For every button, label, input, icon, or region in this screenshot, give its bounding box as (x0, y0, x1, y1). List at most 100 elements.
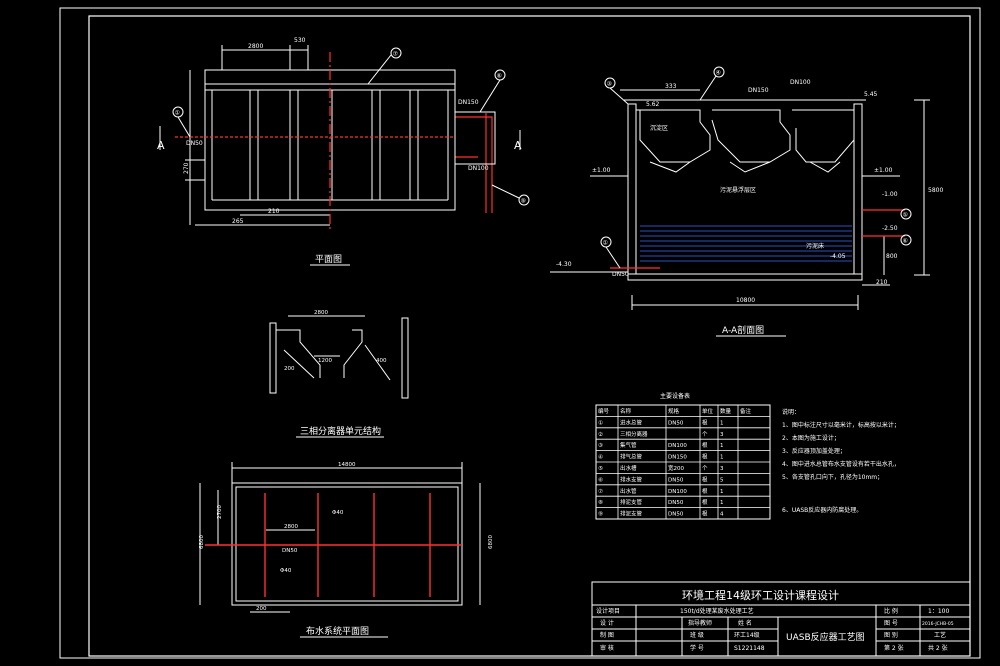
tb-no-label: 图 号 (884, 620, 898, 627)
section-callout-4: ④ (716, 70, 721, 77)
plan-title: 平面图 (315, 254, 342, 265)
tb-cat-label: 图 别 (884, 631, 898, 639)
tb-sheet: 第 2 张 (884, 644, 904, 652)
tb-no-value: 2016-JCHB-05 (922, 621, 954, 627)
section-view (550, 89, 930, 310)
plan-pipes (175, 52, 493, 230)
section-gas-pipe: DN100 (790, 79, 811, 86)
separator-view (269, 315, 409, 399)
zone-middle: 污泥悬浮层区 (720, 186, 756, 194)
section-level-ground-right: ±1.00 (874, 167, 893, 174)
table-cell: 根 (702, 510, 708, 518)
table-cell: 3 (720, 466, 724, 472)
section-bottom-gap: 800 (886, 253, 898, 260)
inlet-pipe-c: DN50 (282, 548, 298, 554)
inlet-pipe-a: Φ40 (332, 510, 344, 516)
table-cell: 三相分离器 (620, 430, 648, 438)
tb-project-value: 150t/d处理某废水处理工艺 (680, 607, 754, 615)
inlet-dim-top: 14800 (338, 462, 356, 468)
table-cell: 出水管 (620, 487, 637, 495)
section-width: 10800 (736, 297, 755, 304)
plan-dim-bottom-left: 265 (232, 218, 244, 225)
section-level-top-right: 5.45 (864, 91, 878, 98)
table-title: 主要设备表 (660, 392, 690, 400)
table-cell: DN50 (668, 500, 684, 506)
table-cell: 出水槽 (620, 464, 637, 472)
note-3: 3、反应器顶加盖处理； (782, 447, 846, 455)
tb-project-label: 设计项目 (596, 607, 620, 615)
plan-pipe-gas: DN150 (458, 99, 479, 106)
plan-callout-1: ① (175, 110, 180, 117)
outer-frame (59, 7, 981, 659)
table-cell: DN50 (668, 512, 684, 518)
table-cell: 集气管 (620, 441, 637, 449)
inlet-pipes (205, 493, 462, 597)
section-level-out: -1.00 (882, 191, 898, 198)
separator-dim-side: 200 (284, 366, 295, 372)
table-cell: 5 (720, 477, 724, 483)
table-cell: DN50 (668, 420, 684, 426)
section-callout-6: ⑥ (903, 238, 908, 245)
note-5: 5、各支管孔口向下，孔径为10mm； (782, 473, 883, 481)
section-title: A-A剖面图 (722, 324, 764, 336)
plan-pipe-out: DN100 (468, 165, 489, 172)
inlet-dim-right: 6800 (488, 535, 494, 549)
tb-student-value: S1221148 (734, 645, 765, 652)
section-callout-3: ③ (607, 81, 612, 88)
table-header-cell: 名称 (620, 407, 632, 415)
section-mark-left: A (157, 139, 165, 152)
inlet-dim-spacing: 2800 (284, 524, 298, 530)
table-cell: 1 (720, 455, 724, 461)
title-block (591, 581, 971, 657)
table-cell: DN100 (668, 443, 687, 449)
tb-header: 环境工程14级环工设计课程设计 (682, 588, 839, 602)
tb-sheet-total: 共 2 张 (928, 644, 948, 652)
inlet-dim-left-inner: 2700 (217, 505, 223, 519)
tb-design: 设 计 (600, 619, 614, 627)
note-4: 4、图中进水总管布水支管设有若干出水孔， (782, 460, 900, 468)
tb-class-value: 环工14级 (734, 631, 760, 639)
table-header-cell: 单位 (702, 407, 714, 415)
table-cell: ⑨ (598, 511, 603, 518)
section-level-mid: -2.50 (882, 225, 898, 232)
section-level-bottom: -4.05 (830, 253, 846, 260)
plan-callout-9: ⑨ (521, 198, 526, 205)
table-cell: 3 (720, 432, 724, 438)
tb-drawing-name: UASB反应器工艺图 (786, 631, 865, 643)
tb-cat-value: 工艺 (934, 631, 946, 639)
note-1: 1、图中标注尺寸以毫米计，标高按以米计； (782, 421, 900, 429)
table-cell: 根 (702, 487, 708, 495)
table-cell: 宽200 (668, 464, 684, 472)
table-cell: ③ (598, 443, 603, 449)
zone-upper: 沉淀区 (650, 124, 668, 132)
separator-dim-inner: 1200 (318, 358, 332, 364)
section-mark-right: A (514, 139, 522, 152)
inlet-view (199, 462, 481, 613)
table-cell: DN100 (668, 489, 687, 495)
table-cell: 1 (720, 489, 724, 495)
plan-view (185, 45, 456, 226)
tb-draw: 制 图 (600, 631, 614, 639)
table-cell: 1 (720, 420, 724, 426)
notes: 说明： 1、图中标注尺寸以毫米计，标高按以米计； 2、本图为施工设计； 3、反应… (782, 408, 900, 514)
table-cell: 1 (720, 500, 724, 506)
table-cell: 1 (720, 443, 724, 449)
tb-review: 审 核 (600, 644, 614, 652)
sludge-layer (640, 225, 852, 262)
separator-dim-top: 2800 (314, 310, 328, 316)
table-header-cell: 备注 (740, 407, 752, 415)
table-cell: 排气总管 (620, 453, 643, 461)
table-header-cell: 规格 (668, 407, 680, 415)
section-pipe-label: DN150 (748, 87, 769, 94)
note-0: 说明： (782, 408, 800, 416)
table-cell: 根 (702, 498, 708, 506)
section-callout-1: ① (603, 240, 608, 247)
table-cell: 进水总管 (620, 418, 643, 426)
table-header-cell: 数量 (720, 407, 732, 415)
section-level-top-left: 5.62 (646, 101, 660, 108)
table-cell: 4 (720, 512, 724, 518)
inlet-pipe-b: Φ40 (280, 568, 292, 574)
tb-advisor-label: 指导教师 (688, 619, 712, 627)
